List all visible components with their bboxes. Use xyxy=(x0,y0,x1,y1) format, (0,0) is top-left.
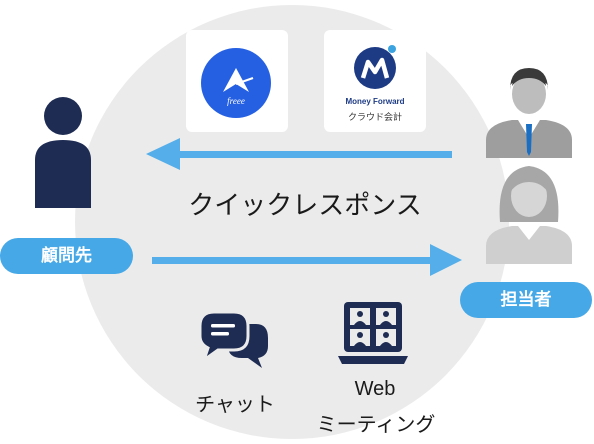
moneyforward-tile: Money Forward クラウド会計 xyxy=(324,30,426,132)
arrow-right-icon xyxy=(152,244,462,276)
web-label-line1: Web xyxy=(354,378,396,400)
web-meeting-icon xyxy=(338,302,408,370)
client-label: 顧問先 xyxy=(0,238,133,274)
arrow-left-icon xyxy=(146,138,452,170)
chat-bubbles-icon xyxy=(198,310,270,374)
background-circle xyxy=(75,5,509,439)
web-label-line2: ミーティング xyxy=(316,412,436,436)
female-staff-icon xyxy=(482,160,576,268)
male-staff-icon xyxy=(484,64,574,162)
moneyforward-logo-icon xyxy=(351,42,399,98)
staff-label: 担当者 xyxy=(460,282,592,318)
moneyforward-sub: クラウド会計 xyxy=(347,113,402,123)
moneyforward-name: Money Forward xyxy=(345,97,405,106)
chat-label: チャット xyxy=(195,392,275,416)
freee-logo-icon: freee xyxy=(201,48,271,118)
quick-response-label: クイックレスポンス xyxy=(188,191,422,221)
freee-tile: freee xyxy=(186,30,288,132)
client-person-icon xyxy=(32,96,94,212)
freee-brand-text: freee xyxy=(227,96,245,106)
